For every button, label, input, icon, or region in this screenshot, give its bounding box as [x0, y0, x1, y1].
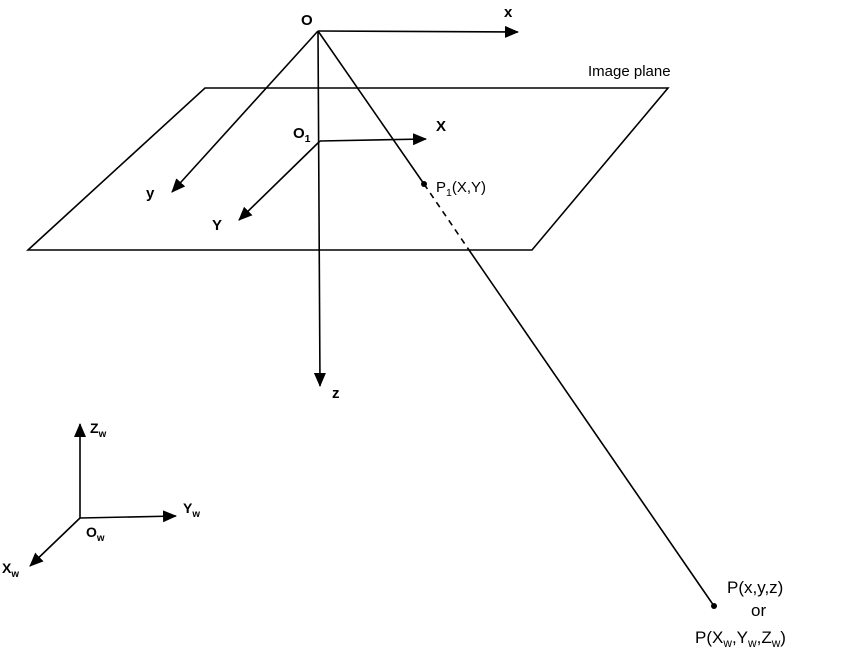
label-world-z-axis: Zw [90, 420, 107, 440]
world-x-axis-arrow [29, 517, 81, 567]
label-camera-z-axis: z [332, 385, 340, 402]
label-world-point-line1: P(x,y,z) [727, 578, 783, 597]
camera-x-axis-arrow [317, 25, 519, 38]
label-camera-y-axis: y [146, 185, 155, 202]
camera-y-axis-arrow [171, 30, 319, 193]
image-Y-axis-arrow [238, 140, 321, 221]
image-plane-outline [25, 87, 670, 251]
image-point-dot [421, 181, 427, 187]
world-point-dot [711, 603, 717, 609]
label-camera-origin: O [301, 12, 313, 29]
label-world-origin: Ow [86, 524, 105, 544]
label-world-x-axis: Xw [2, 560, 19, 580]
projection-ray-lower [468, 249, 715, 607]
label-image-X-axis: X [436, 118, 446, 135]
label-world-point-line3: P(Xw,Yw,Zw) [695, 628, 786, 650]
label-world-point-line2: or [751, 601, 766, 620]
world-y-axis-arrow [79, 510, 177, 523]
projection-ray-upper [317, 30, 425, 185]
label-camera-x-axis: x [504, 4, 513, 21]
label-world-y-axis: Yw [183, 500, 200, 520]
label-image-plane: Image plane [588, 63, 671, 80]
camera-z-axis-arrow [313, 30, 326, 387]
projection-ray-dashed [423, 183, 470, 251]
label-image-Y-axis: Y [212, 217, 222, 234]
label-image-point: P1(X,Y) [436, 179, 486, 199]
image-X-axis-arrow [319, 133, 427, 146]
label-image-origin: O1 [293, 125, 311, 145]
